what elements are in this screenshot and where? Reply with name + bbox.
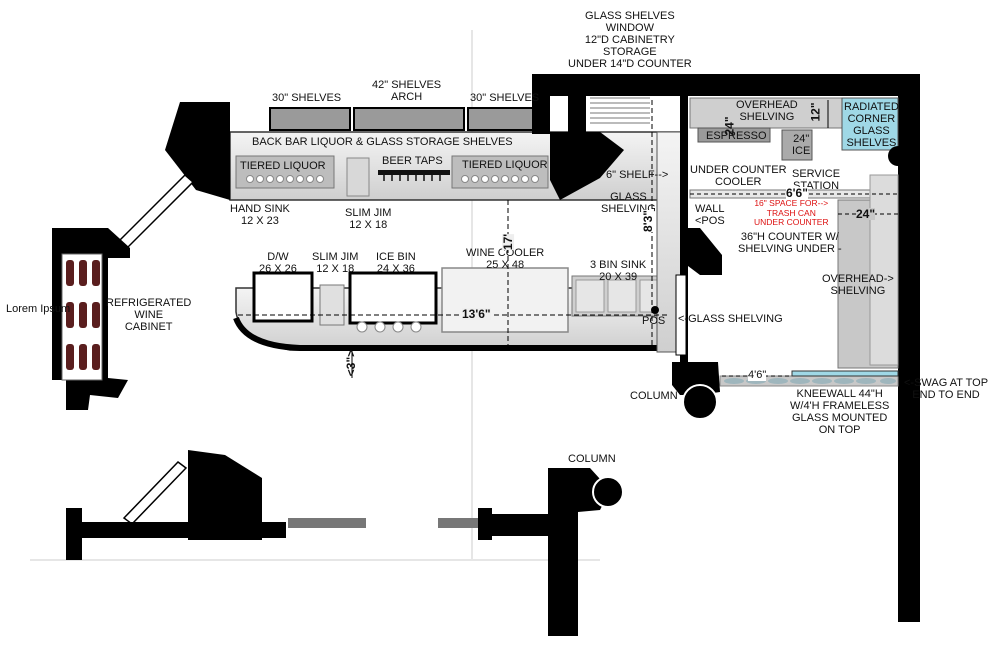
swag-glass <box>791 370 899 377</box>
ice-bin-wells <box>356 321 422 333</box>
lower-left-grey-bar <box>288 518 366 528</box>
label-espresso: ESPRESSO <box>706 130 767 142</box>
dim-12: 12" <box>808 102 823 122</box>
dim-4-6: 4'6" <box>748 369 767 381</box>
lower-left-wall-block <box>188 450 262 540</box>
column-center <box>592 476 624 508</box>
dim-24: 24" <box>856 207 876 221</box>
wine-bottles <box>66 260 100 370</box>
label-lorem-ipsum: Lorem Ipsum <box>6 303 71 315</box>
lower-left-beam <box>66 522 286 538</box>
bottle-row-left <box>246 175 324 183</box>
kneewall-glass-pattern <box>724 378 896 384</box>
dim-6-6: 6'6" <box>786 186 808 200</box>
label-overhead-shelving-right: OVERHEAD->SHELVING <box>822 273 894 297</box>
lower-center-post <box>478 508 492 540</box>
label-shelves-30-right: 30" SHELVES <box>470 92 540 104</box>
wall-pos-block <box>680 228 722 275</box>
wall-back-left <box>165 102 230 200</box>
wall-column-right <box>888 146 908 166</box>
dim-3: <3"> <box>344 349 359 377</box>
label-column-lower-right: COLUMN <box>630 390 678 402</box>
label-ice: 24"ICE <box>792 133 811 157</box>
label-counter-36: 36"H COUNTER W/SHELVING UNDER - <box>738 231 842 255</box>
dim-13-6: 13'6" <box>462 307 491 321</box>
beer-taps-rail <box>378 170 450 175</box>
label-column-center: COLUMN <box>568 453 616 465</box>
label-tiered-liquor-right: TIERED LIQUOR <box>462 159 548 171</box>
tiered-liquor-left-unit <box>235 155 335 189</box>
dim-24-vert: 24" <box>722 116 737 136</box>
label-pos-front: POS <box>642 315 666 327</box>
bottle-row-right <box>461 175 539 183</box>
wall-right-vertical <box>898 74 920 622</box>
ice-unit <box>781 129 813 161</box>
glass-shelving-divider <box>675 274 687 356</box>
slim-jim-back-unit <box>346 157 370 197</box>
label-shelf-6: 6" SHELF--> <box>606 169 669 181</box>
wall-top-left-stub <box>532 74 550 134</box>
lower-center-column-block <box>548 468 610 636</box>
wine-cooler-unit <box>441 267 569 333</box>
lower-center-grey-bar <box>438 518 478 528</box>
sink-bowl-1 <box>575 279 605 313</box>
espresso-machine <box>697 127 771 143</box>
right-shelf-inner <box>869 174 899 366</box>
label-glass-shelving-lower: <-GLASS SHELVING <box>678 313 783 325</box>
dim-8-3: 8'3" <box>640 210 655 232</box>
shelf-42-arch <box>353 107 465 131</box>
label-wall-pos: WALL<POS <box>695 203 725 227</box>
window-glass-lines <box>590 97 650 124</box>
dim-17: 17' <box>501 233 516 251</box>
pos-marker <box>651 306 659 314</box>
sink-bowl-2 <box>607 279 637 313</box>
lower-left-diagonal-glass <box>122 461 188 525</box>
radiated-corner-glass <box>841 97 899 151</box>
front-bar-edge <box>233 316 672 351</box>
lower-left-post <box>66 508 82 560</box>
wall-top-right <box>532 74 920 96</box>
tiered-liquor-right-unit <box>451 155 549 189</box>
slim-jim-front-unit <box>319 284 345 326</box>
label-tiered-liquor-left: TIERED LIQUOR <box>240 160 326 172</box>
beer-tap-handles <box>383 175 441 181</box>
label-shelves-30-left: 30" SHELVES <box>272 92 342 104</box>
shelf-30-left <box>269 107 351 131</box>
label-beer-taps: BEER TAPS <box>382 155 443 167</box>
dw-unit <box>252 271 314 323</box>
wall-column-left <box>568 96 586 166</box>
label-back-bar: BACK BAR LIQUOR & GLASS STORAGE SHELVES <box>252 136 513 148</box>
column-lower-right <box>682 384 718 420</box>
